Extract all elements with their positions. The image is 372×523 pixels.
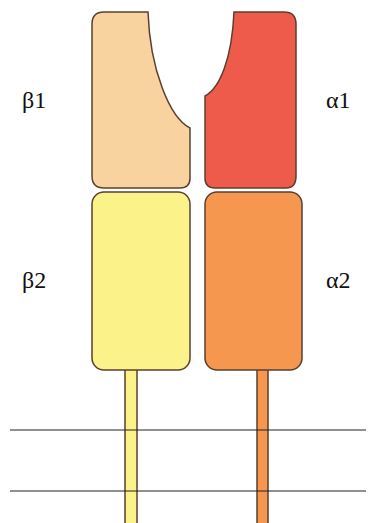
alpha1-domain bbox=[205, 12, 296, 188]
domain-label: α2 bbox=[326, 268, 351, 292]
beta-stalk bbox=[125, 368, 137, 523]
alpha-stalk bbox=[257, 368, 268, 523]
alpha2-domain bbox=[205, 192, 302, 370]
domain-label: β2 bbox=[22, 268, 46, 292]
domain-label: β1 bbox=[22, 88, 46, 112]
membrane-line bbox=[10, 490, 366, 491]
beta1-domain bbox=[92, 12, 190, 188]
domain-label: α1 bbox=[326, 88, 351, 112]
beta2-domain bbox=[92, 192, 190, 370]
membrane-line bbox=[10, 429, 366, 430]
